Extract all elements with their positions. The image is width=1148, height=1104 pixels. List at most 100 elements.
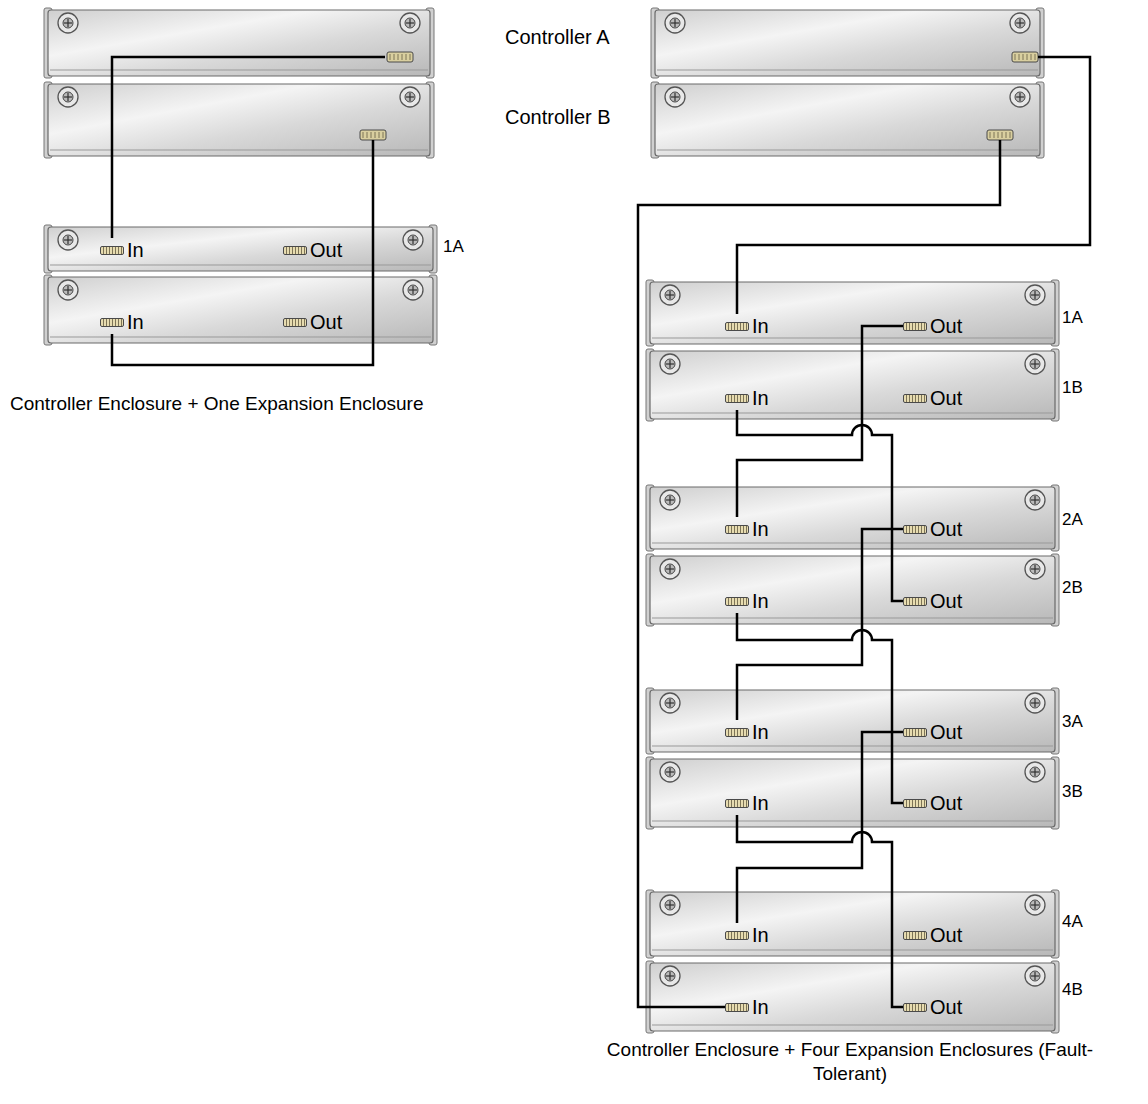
host-port: [1031, 54, 1032, 60]
module: [651, 82, 1044, 158]
thumbscrew: [408, 235, 418, 245]
port-connector: In: [100, 238, 144, 262]
thumbscrew: [403, 230, 423, 250]
port-icon: [903, 597, 927, 606]
caption: Controller Enclosure + One Expansion Enc…: [10, 392, 423, 416]
port-label: Out: [930, 791, 962, 815]
host-port: [1023, 54, 1024, 60]
module-edge: [652, 413, 1053, 414]
thumbscrew: [660, 966, 680, 986]
enclosure-id: 1B: [1062, 377, 1083, 398]
module-face: [650, 963, 1055, 1031]
thumbscrew: [665, 767, 675, 777]
port-connector: In: [725, 720, 769, 744]
port-icon: [725, 322, 749, 331]
host-port: [1006, 132, 1007, 138]
port-icon: [903, 931, 927, 940]
thumbscrew: [669, 291, 670, 299]
module-face: [48, 227, 433, 271]
module: [646, 280, 1059, 346]
port-icon: [100, 318, 124, 327]
port-label: Out: [930, 995, 962, 1019]
port-icon: [100, 246, 124, 255]
thumbscrew: [665, 971, 675, 981]
port-connector: Out: [283, 238, 342, 262]
thumbscrew: [1034, 699, 1035, 707]
enclosure-id: 1A: [1062, 307, 1083, 328]
caption: Controller Enclosure + Four Expansion En…: [570, 1038, 1130, 1086]
port-icon: [903, 1003, 927, 1012]
module-edge: [652, 1025, 1053, 1026]
host-port: [390, 54, 391, 60]
thumbscrew: [1015, 92, 1025, 102]
thumbscrew: [669, 901, 670, 909]
thumbscrew: [409, 19, 410, 27]
port-label: Out: [930, 386, 962, 410]
thumbscrew: [1025, 354, 1045, 374]
host-port: [987, 130, 1013, 140]
thumbscrew: [660, 693, 680, 713]
host-port: [387, 52, 413, 62]
port-connector: In: [725, 791, 769, 815]
cable: [112, 140, 373, 365]
thumbscrew: [1030, 359, 1040, 369]
thumbscrew: [670, 92, 680, 102]
module-edge: [652, 338, 1053, 339]
host-port: [363, 132, 364, 138]
module-edge: [652, 950, 1053, 951]
port-connector: Out: [903, 923, 962, 947]
controller-label: Controller A: [505, 25, 610, 49]
module-edge: [657, 70, 1038, 71]
thumbscrew: [660, 895, 680, 915]
thumbscrew: [408, 285, 418, 295]
thumbscrew: [665, 698, 675, 708]
port-label: Out: [930, 589, 962, 613]
port-connector: In: [725, 517, 769, 541]
port-connector: Out: [903, 314, 962, 338]
port-connector: Out: [903, 589, 962, 613]
module-edge: [50, 70, 428, 71]
module: [651, 8, 1044, 78]
port-connector: In: [725, 386, 769, 410]
port-label: In: [752, 386, 769, 410]
host-port: [367, 132, 368, 138]
module-face: [650, 690, 1055, 752]
port-icon: [725, 394, 749, 403]
thumbscrew: [1025, 693, 1045, 713]
thumbscrew: [1025, 285, 1045, 305]
port-label: In: [127, 238, 144, 262]
thumbscrew: [1015, 18, 1025, 28]
thumbscrew: [1025, 966, 1045, 986]
thumbscrew: [1034, 291, 1035, 299]
port-label: Out: [930, 517, 962, 541]
thumbscrew: [403, 280, 423, 300]
host-port: [1035, 54, 1036, 60]
thumbscrew: [400, 13, 420, 33]
host-port: [1015, 54, 1016, 60]
module-edge: [652, 746, 1053, 747]
host-port: [360, 130, 386, 140]
port-connector: In: [725, 923, 769, 947]
port-icon: [725, 931, 749, 940]
port-label: In: [127, 310, 144, 334]
thumbscrew: [67, 19, 68, 27]
port-label: In: [752, 995, 769, 1019]
host-port: [375, 132, 376, 138]
port-icon: [725, 597, 749, 606]
port-label: Out: [930, 314, 962, 338]
thumbscrew: [1034, 565, 1035, 573]
thumbscrew: [660, 285, 680, 305]
port-connector: Out: [283, 310, 342, 334]
thumbscrew: [63, 92, 73, 102]
port-connector: In: [100, 310, 144, 334]
host-port: [394, 54, 395, 60]
host-port: [371, 132, 372, 138]
thumbscrew: [409, 93, 410, 101]
module: [646, 890, 1059, 958]
cable: [112, 57, 385, 238]
module-edge: [657, 150, 1038, 151]
thumbscrew: [1019, 19, 1020, 27]
module: [646, 485, 1059, 551]
module-edge: [50, 150, 428, 151]
thumbscrew: [1025, 490, 1045, 510]
